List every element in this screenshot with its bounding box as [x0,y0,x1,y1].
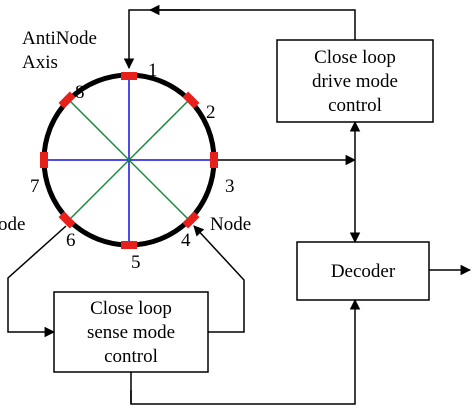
sense-mode-control-block [53,291,209,373]
antinode-axis-label-line2: Axis [22,52,58,73]
electrode-2 [182,91,200,109]
decoder-label: Decoder [331,261,396,282]
node-label: Node [210,214,251,235]
antinode-axis-label-line1: AntiNode [22,28,97,49]
electrode-label-6: 6 [66,230,76,251]
drive-block-line3: control [328,95,382,116]
electrode-5 [121,241,137,249]
electrode-7 [40,152,48,168]
sense-to-electrode4-path [193,225,245,333]
electrode-label-4: 4 [181,230,191,251]
electrode-1 [121,72,137,80]
sense-block-line1: Close loop [90,298,172,319]
sense-block-line3: control [104,346,158,367]
node-label-left: ode [0,214,25,235]
electrode-4 [182,211,200,229]
electrode-label-8: 8 [75,82,85,103]
decoder-block [296,241,430,301]
electrode-8 [58,91,76,109]
drive-block-line1: Close loop [314,47,396,68]
electrode6-to-sense-path [7,225,67,338]
electrode-label-7: 7 [30,176,40,197]
electrode-label-5: 5 [131,252,141,273]
electrode-label-1: 1 [148,60,158,81]
drive-block-line2: drive mode [312,71,398,92]
electrode-label-3: 3 [225,176,235,197]
electrode-3 [210,152,218,168]
drive-feedback-path [123,9,356,70]
sense-block-line2: sense mode [87,322,175,343]
electrode-6 [58,211,76,229]
electrode-label-2: 2 [206,102,216,123]
sense-to-decoder-path [130,298,361,405]
node-axis-diagonal-b [68,99,190,221]
